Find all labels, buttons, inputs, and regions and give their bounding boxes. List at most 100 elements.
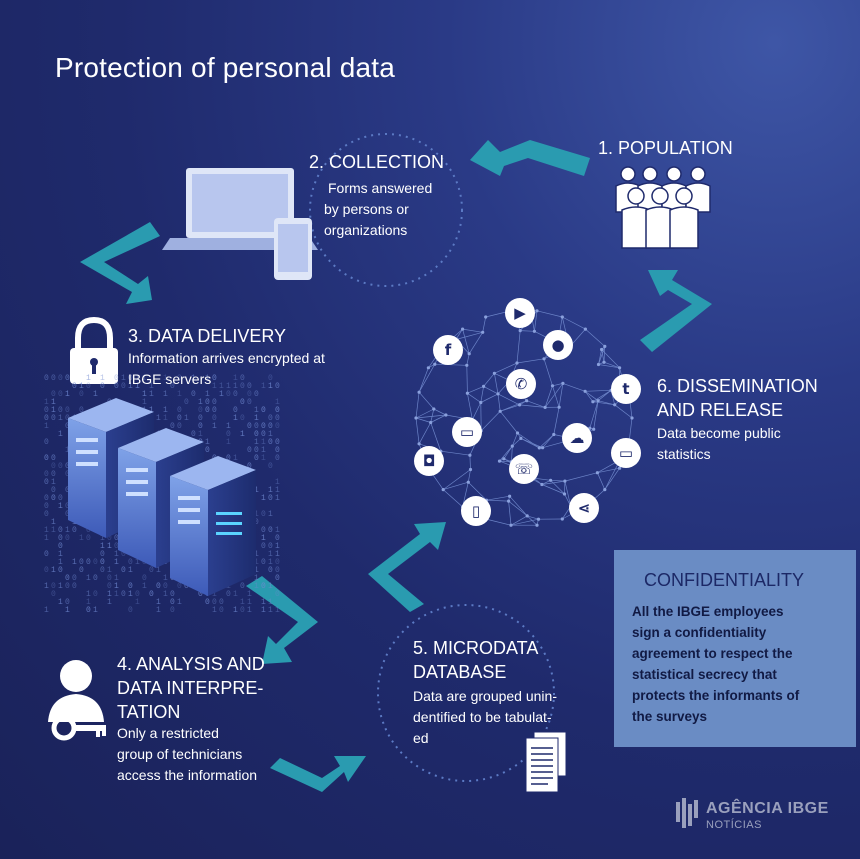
svg-text:0: 0 [51,494,56,503]
svg-text:0: 0 [44,494,49,503]
phone-call-icon-glyph: ☏ [514,460,534,478]
svg-text:1: 1 [142,582,147,591]
svg-text:1: 1 [100,534,105,543]
svg-text:0: 0 [51,590,56,599]
arrow-network-to-population [640,270,712,352]
instagram-icon-glyph: ◘ [422,452,436,470]
svg-text:0: 0 [86,606,91,615]
svg-text:0: 0 [191,390,196,399]
svg-text:0: 0 [261,558,266,567]
svg-text:1: 1 [254,550,259,559]
confidentiality-line: statistical secrecy that [632,667,777,682]
svg-text:0: 0 [268,422,273,431]
svg-text:0: 0 [261,430,266,439]
svg-text:0: 0 [65,470,70,479]
svg-text:0: 0 [219,598,224,607]
step-6-title-line: AND RELEASE [657,400,784,420]
svg-text:1: 1 [65,446,70,455]
svg-text:1: 1 [254,414,259,423]
svg-text:0: 0 [114,382,119,391]
svg-text:1: 1 [128,566,133,575]
svg-text:0: 0 [254,390,259,399]
svg-text:1: 1 [261,606,266,615]
svg-text:1: 1 [65,606,70,615]
svg-text:0: 0 [100,550,105,559]
svg-text:1: 1 [86,598,91,607]
svg-text:0: 0 [275,566,280,575]
step-5-description: Data are grouped unin- dentified to be t… [413,686,557,749]
svg-text:0: 0 [254,518,259,527]
svg-text:0: 0 [86,526,91,535]
svg-text:1: 1 [114,558,119,567]
svg-text:0: 0 [198,406,203,415]
step-5-title-line: DATABASE [413,662,507,682]
svg-text:1: 1 [275,494,280,503]
svg-text:0: 0 [44,502,49,511]
svg-text:1: 1 [226,382,231,391]
svg-text:1: 1 [212,606,217,615]
svg-text:0: 0 [51,470,56,479]
svg-text:1: 1 [198,398,203,407]
svg-text:0: 0 [198,414,203,423]
svg-text:0: 0 [247,398,252,407]
svg-text:1: 1 [65,526,70,535]
svg-text:1: 1 [128,382,133,391]
svg-text:0: 0 [121,550,126,559]
step-5-title-line: 5. MICRODATA [413,638,539,658]
monitor-icon-glyph: ▭ [459,423,475,441]
svg-text:0: 0 [44,438,49,447]
cloud-download-icon-glyph: ☁ [569,429,585,447]
svg-text:0: 0 [184,582,189,591]
svg-text:0: 0 [72,526,77,535]
svg-text:0: 0 [121,382,126,391]
svg-text:1: 1 [254,486,259,495]
svg-text:1: 1 [44,398,49,407]
svg-text:0: 0 [72,382,77,391]
svg-text:1: 1 [275,486,280,495]
svg-text:1: 1 [275,526,280,535]
svg-text:0: 0 [275,382,280,391]
svg-text:0: 0 [149,566,154,575]
svg-text:0: 0 [268,462,273,471]
svg-text:0: 0 [44,374,49,383]
svg-text:1: 1 [261,534,266,543]
svg-text:1: 1 [135,558,140,567]
step-6-desc-line: statistics [657,446,711,462]
svg-text:0: 0 [58,494,63,503]
svg-text:0: 0 [212,398,217,407]
servers-illustration [68,398,256,596]
svg-text:1: 1 [58,558,63,567]
svg-text:1: 1 [135,374,140,383]
svg-text:1: 1 [58,414,63,423]
phone-call-icon: ☏ [509,454,539,484]
svg-text:1: 1 [114,582,119,591]
step-2-desc-line: organizations [324,222,408,238]
step-5-title: 5. MICRODATA DATABASE [413,636,538,684]
svg-text:0: 0 [93,574,98,583]
svg-text:1: 1 [114,550,119,559]
arrow-analysis-to-microdata [270,756,366,792]
svg-text:1: 1 [51,398,56,407]
confidentiality-line: protects the informants of [632,688,800,703]
svg-text:0: 0 [65,374,70,383]
svg-text:0: 0 [177,406,182,415]
svg-text:1: 1 [58,502,63,511]
arrow-population-to-collection [470,140,590,176]
svg-text:1: 1 [107,566,112,575]
svg-text:0: 0 [212,414,217,423]
svg-text:1: 1 [163,574,168,583]
step-4-description: Only a restricted group of technicians a… [117,723,257,786]
svg-text:1: 1 [93,606,98,615]
svg-text:0: 0 [44,470,49,479]
svg-text:1: 1 [254,406,259,415]
svg-text:0: 0 [79,566,84,575]
svg-text:1: 1 [261,382,266,391]
svg-text:0: 0 [107,534,112,543]
svg-text:0: 0 [170,590,175,599]
svg-text:0: 0 [107,582,112,591]
step-2-description: Forms answered by persons or organizatio… [324,178,432,241]
step-5-desc-line: ed [413,730,429,746]
svg-text:1: 1 [44,534,49,543]
step-5-desc-line: dentified to be tabulat- [413,709,552,725]
